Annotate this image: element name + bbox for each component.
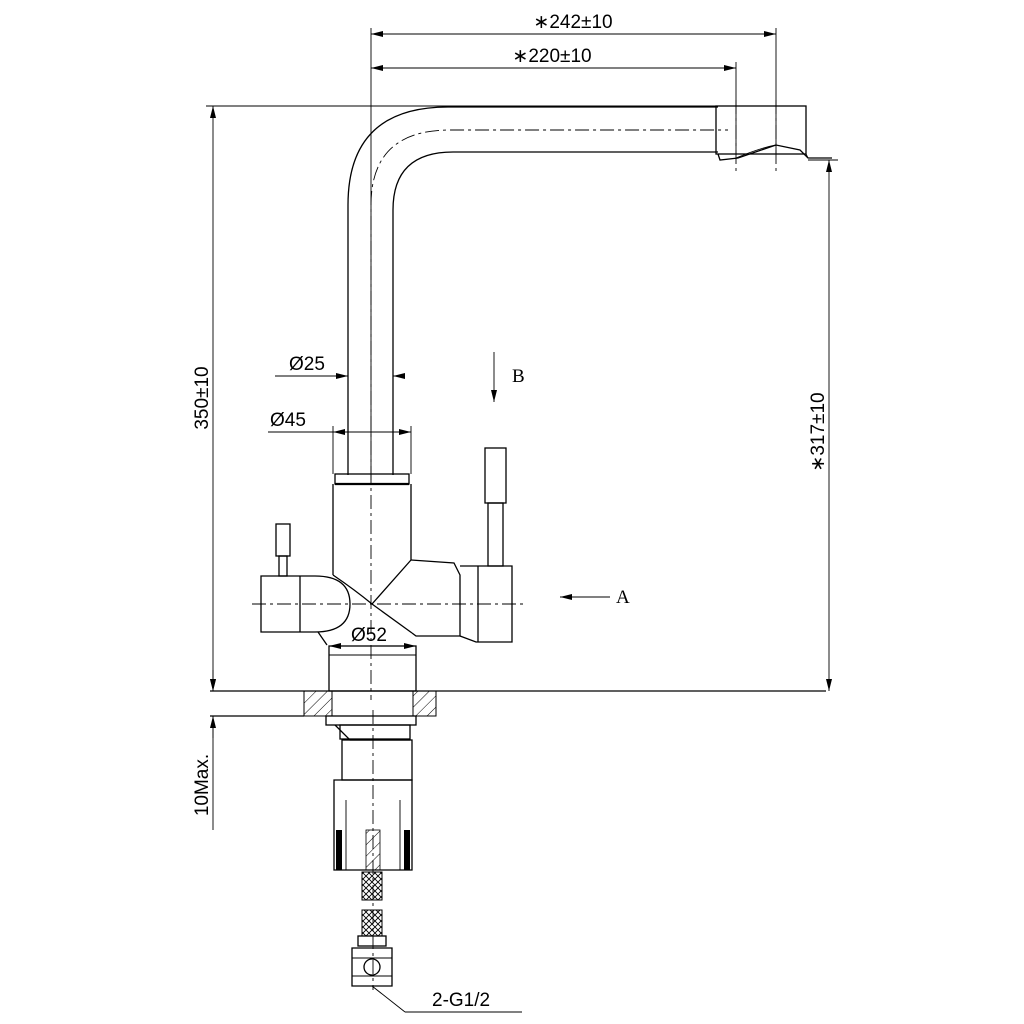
left-lever [275,523,291,577]
view-arrow-a: A [560,587,630,608]
dim-height-spout-label: ∗317±10 [808,392,829,471]
spout [347,106,728,480]
dim-reach-spout: ∗220±10 [371,46,737,106]
dim-dia-collar: Ø45 [268,410,412,474]
dim-height-total-label: 350±10 [192,366,213,429]
braided-hose [351,871,393,987]
mounting-nut [325,710,417,990]
view-b-label: B [512,366,525,387]
dim-reach-overall: ∗242±10 [370,12,777,475]
dim-max-thickness: 10Max. [192,670,216,830]
dim-dia-spout: Ø25 [275,354,405,379]
aerator-head [715,100,832,175]
countertop-section [210,690,826,717]
dim-reach-overall-label: ∗242±10 [533,12,612,33]
dim-height-total: 350±10 [192,105,716,691]
dim-connection: 2-G1/2 [371,985,522,1013]
dim-connection-label: 2-G1/2 [432,990,490,1011]
faucet-body [252,470,525,700]
view-arrow-b: B [491,352,525,402]
dim-height-spout: ∗317±10 [808,159,838,691]
view-a-label: A [616,587,630,608]
dim-dia-spout-label: Ø25 [289,354,325,375]
dim-dia-base-label: Ø52 [351,625,387,646]
dim-reach-spout-label: ∗220±10 [512,46,591,67]
dim-dia-base: Ø52 [329,625,416,649]
dim-dia-collar-label: Ø45 [270,410,306,431]
right-lever [484,447,507,567]
dim-max-thickness-label: 10Max. [192,754,213,816]
